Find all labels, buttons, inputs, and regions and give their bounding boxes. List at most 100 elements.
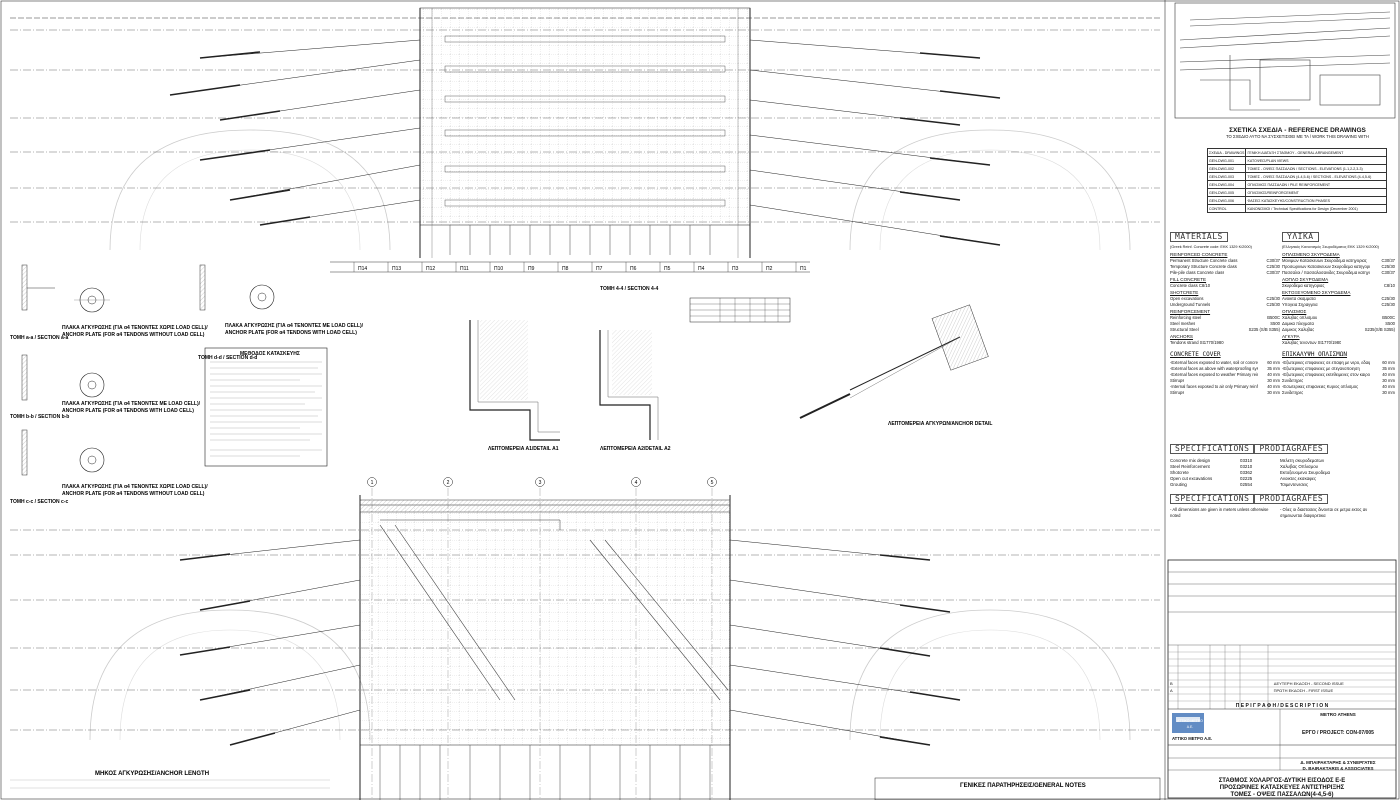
drawing-title-3: ΤΟΜΕΣ - ΟΨΕΙΣ ΠΑΣΣΑΛΩΝ(4-4,5-6): [1230, 792, 1334, 798]
method-title: ΜΕΘΟΔΟΣ ΚΑΤΑΣΚΕΥΗΣ: [240, 351, 300, 357]
ref-desc: ΟΠΛΙΣΜΟΣ/REINFORCEMENT: [1245, 188, 1387, 197]
item-label: Χαλυβας τενοντων St1770/1980: [1282, 340, 1342, 345]
item-value: 30 mm: [1382, 378, 1395, 383]
grid-bubble: [631, 477, 641, 487]
item-value: 40 mm: [1267, 372, 1280, 377]
list-heading: ΑΓΚΥΡΑ: [1282, 334, 1300, 339]
specs-header-en: SPECIFICATIONS: [1170, 444, 1255, 454]
list-heading: ΑΟΠΛΟ ΣΚΥΡΟΔΕΜΑ: [1282, 277, 1329, 282]
ref-desc: ΓΕΝΙΚΗ ΔΙΑΤΑΞΗ ΣΤΑΘΜΟΥ - GENERAL ARRANGE…: [1245, 148, 1387, 157]
spec-code: 02225: [1240, 476, 1253, 481]
project-code: ΕΡΓΟ / PROJECT: CON-07/005: [1302, 730, 1374, 736]
materials-header-gr: ΥΛΙΚΑ: [1282, 232, 1319, 242]
rev-a-row: A ΠΡΩΤΗ ΕΚΔΟΣΗ - FIRST ISSUE: [1170, 688, 1396, 694]
item-label: Underground Tunnels: [1170, 302, 1211, 307]
list-item: Concrete class C8/10: [1170, 283, 1280, 289]
pile-label: Π2: [766, 266, 773, 272]
list-item: Pile-pile class Concrete class C30/37: [1170, 270, 1280, 276]
client-en: METRO ATHENS: [1320, 712, 1356, 717]
spec-en: Steel Reinforcement: [1170, 464, 1210, 469]
list-heading: ANCHORS: [1170, 334, 1193, 339]
spec-code: 03210: [1240, 464, 1253, 469]
desc-header: Π Ε Ρ Ι Γ Ρ Α Φ Η / D E S C R I P T I O …: [1235, 703, 1329, 709]
item-value: S500: [1385, 321, 1395, 326]
detail-a1: ΛΕΠΤΟΜΕΡΕΙΑ Α1/DETAIL A1: [488, 446, 559, 452]
item-value: S235 (S/B S355): [1248, 327, 1280, 332]
grid-label: 1: [371, 480, 374, 486]
rev-b-desc: ΔΕΥΤΕΡΗ ΕΚΔΟΣΗ - SECOND ISSUE: [1273, 681, 1344, 686]
list-heading: FILL CONCRETE: [1170, 277, 1207, 282]
sec-aa: ΤΟΜΗ a-a / SECTION a-a: [10, 335, 68, 341]
pile-label: Π6: [630, 266, 637, 272]
plate-2: ΠΛΑΚΑ ΑΓΚΥΡΩΣΗΣ (ΓΙΑ α4 ΤΕΝΟΝΤΕΣ ΜΕ LOAD…: [225, 323, 364, 329]
item-value: C25/30: [1381, 302, 1395, 307]
specs-note-gr: - Ολες οι διαστασεις δινονται σε μετρα ε…: [1280, 507, 1368, 518]
rev-b-row: B ΔΕΥΤΕΡΗ ΕΚΔΟΣΗ - SECOND ISSUE: [1170, 681, 1396, 687]
cover-header-gr: ΕΠΙΚΑΛΥΨΗ ΟΠΛΙΣΜΩΝ: [1282, 351, 1348, 358]
ref-code: GEN-DWG-002: [1206, 164, 1247, 173]
ref-code: GEN-DWG-001: [1206, 156, 1247, 165]
item-label: Μονιμων Κατασκευων Σκυροδεμα κατηγοριας: [1282, 258, 1367, 263]
item-label: -External faces as above with waterproof…: [1170, 366, 1258, 371]
sec-dd: ΤΟΜΗ d-d / SECTION d-d: [198, 355, 257, 361]
section-4-4-label: ΤΟΜΗ 4-4 / SECTION 4-4: [600, 286, 658, 292]
ref-desc: ΟΠΛΙΣΜΟΣ ΠΑΣΣΑΛΩΝ / PILE REINFORCEMENT: [1245, 180, 1387, 189]
plate-1b: ANCHOR PLATE (FOR α4 TENDONS WITHOUT LOA…: [62, 332, 205, 338]
rev-a-desc: ΠΡΩΤΗ ΕΚΔΟΣΗ - FIRST ISSUE: [1273, 688, 1334, 693]
list-item: Tendons strand St1770/1980: [1170, 340, 1280, 346]
materials-note-en: (Greek Reinf. Concrete code: EKK 1329 Κ/…: [1170, 245, 1252, 249]
list-item: Χαλυβας τενοντων St1770/1980: [1282, 340, 1395, 346]
drawing-title-2: ΠΡΟΣΩΡΙΝΕΣ ΚΑΤΑΣΚΕΥΕΣ ΑΝΤΙΣΤΗΡΙΞΗΣ: [1219, 785, 1345, 791]
item-value: C30/37: [1266, 258, 1280, 263]
pile-label: Π3: [732, 266, 739, 272]
item-label: Pile-pile class Concrete class: [1170, 270, 1225, 275]
list-item: -External faces as above with waterproof…: [1170, 366, 1280, 372]
item-value: C25/30: [1266, 296, 1280, 301]
list-item: -Internal faces exposed to air only Prim…: [1170, 384, 1280, 390]
list-item: -External faces exposed to water, soil o…: [1170, 360, 1280, 366]
spec-gr: Μελετη σκυροδεματων: [1280, 458, 1325, 463]
cover-header-en: CONCRETE COVER: [1170, 351, 1221, 358]
item-label: Reinforcing steel: [1170, 315, 1202, 320]
grid-label: 3: [539, 480, 542, 486]
item-label: Structural Steel: [1170, 327, 1199, 332]
item-label: -Internal faces exposed to air only Prim…: [1170, 384, 1258, 389]
item-label: Συνδετηρες: [1282, 378, 1304, 383]
details-a1-a2: ΛΕΠΤΟΜΕΡΕΙΑ Α1/DETAIL A1 ΛΕΠΤΟΜΕΡΕΙΑ Α2/…: [469, 320, 671, 452]
item-value: C25/30: [1381, 296, 1395, 301]
anchor-detail: ΛΕΠΤΟΜΕΡΕΙΑ ΑΓΚΥΡΩΝ/ANCHOR DETAIL: [799, 304, 992, 427]
spec-en: Open cut excavations: [1170, 476, 1213, 481]
item-label: Stirrups: [1170, 378, 1185, 383]
item-value: C30/37: [1266, 270, 1280, 275]
item-value: 30 mm: [1267, 378, 1280, 383]
key-plan: [1174, 2, 1396, 119]
item-label: Permanent Structure Concrete class: [1170, 258, 1238, 263]
materials-note-gr: (Ελληνικός Κανονισμός Σκυροδέματος EKK 1…: [1282, 245, 1379, 249]
item-value: 40 mm: [1382, 372, 1395, 377]
item-label: -Εξωτερικες επιφανειες με στεγανοποιηση: [1282, 366, 1360, 371]
list-item: Πασσαλοι / πασσαλοσανιδες Σκυροδεμα κατη…: [1282, 270, 1395, 276]
ref-code: ΣΧΕΔΙΑ - DRAWINGS: [1206, 148, 1247, 157]
item-label: Tendons strand St1770/1980: [1170, 340, 1224, 345]
client-gr: ΑΤΤΙΚΟ ΜΕΤΡΟ Α.Ε.: [1172, 736, 1213, 741]
anchor-plate-details: ΤΟΜΗ a-a / SECTION a-a ΠΛΑΚΑ ΑΓΚΥΡΩΣΗΣ (…: [10, 264, 364, 505]
spec-gr: Εκτοξευομενο Σκυροδεμα: [1280, 470, 1331, 475]
item-value: S500: [1270, 321, 1280, 326]
materials-header-en: MATERIALS: [1170, 232, 1228, 242]
spec-code: 03310: [1240, 458, 1253, 463]
spec-gr: Τσιμεντενεσεις: [1280, 482, 1309, 487]
ref-title: ΣΧΕΤΙΚΑ ΣΧΕΔΙΑ - REFERENCE DRAWINGS: [1229, 127, 1366, 134]
specs-header2-gr: PRODIAGRAFES: [1254, 494, 1329, 504]
